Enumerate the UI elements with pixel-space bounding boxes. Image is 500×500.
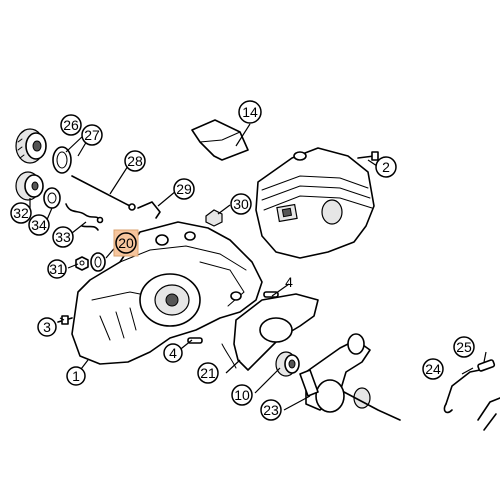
callout-28: 28 bbox=[124, 150, 146, 172]
svg-text:30: 30 bbox=[233, 196, 249, 212]
callout-21: 21 bbox=[197, 362, 219, 384]
svg-text:3: 3 bbox=[43, 319, 51, 335]
callout-24: 24 bbox=[422, 358, 444, 380]
svg-text:31: 31 bbox=[49, 261, 65, 277]
part-4-pin-a bbox=[263, 291, 279, 298]
part-33-wire-clip bbox=[65, 203, 104, 231]
svg-text:20: 20 bbox=[118, 235, 134, 251]
crankshaft bbox=[299, 333, 401, 421]
part-26-gear bbox=[15, 128, 47, 164]
part-2-screw bbox=[357, 151, 379, 161]
callout-29: 29 bbox=[173, 178, 195, 200]
svg-text:28: 28 bbox=[127, 153, 143, 169]
svg-text:34: 34 bbox=[31, 217, 47, 233]
partial-part-lower-right bbox=[477, 397, 500, 431]
svg-text:4: 4 bbox=[285, 274, 293, 290]
callout-25: 25 bbox=[453, 336, 475, 358]
svg-text:27: 27 bbox=[84, 127, 100, 143]
svg-text:23: 23 bbox=[263, 402, 279, 418]
svg-text:26: 26 bbox=[63, 117, 79, 133]
callout-33: 33 bbox=[52, 226, 74, 248]
part-31-nut bbox=[75, 256, 89, 271]
part-34-washer bbox=[43, 187, 61, 209]
callout-1: 1 bbox=[66, 366, 86, 386]
part-3-screw bbox=[57, 315, 73, 325]
part-29-lever bbox=[137, 201, 161, 219]
svg-text:21: 21 bbox=[200, 365, 216, 381]
callout-31: 31 bbox=[47, 259, 67, 279]
part-27-ring bbox=[52, 146, 72, 174]
callout-26: 26 bbox=[60, 114, 82, 136]
callout-4-upper: 4 bbox=[285, 274, 293, 290]
svg-text:29: 29 bbox=[176, 181, 192, 197]
callout-34: 34 bbox=[28, 214, 50, 236]
svg-text:32: 32 bbox=[13, 205, 29, 221]
cylinder-block bbox=[255, 147, 375, 259]
part-32-gear bbox=[15, 171, 44, 201]
svg-text:33: 33 bbox=[55, 229, 71, 245]
part-25-pin bbox=[477, 359, 496, 372]
part-28-rod bbox=[71, 175, 136, 211]
svg-text:4: 4 bbox=[169, 345, 177, 361]
part-21-gasket bbox=[221, 293, 319, 371]
part-20-seal bbox=[90, 252, 106, 272]
callout-3: 3 bbox=[37, 317, 57, 337]
svg-text:1: 1 bbox=[72, 368, 80, 384]
callout-2: 2 bbox=[375, 156, 397, 178]
svg-text:14: 14 bbox=[242, 104, 258, 120]
svg-text:25: 25 bbox=[456, 339, 472, 355]
part-4-pin-b bbox=[187, 337, 203, 344]
part-10-bearing bbox=[275, 351, 300, 377]
svg-text:2: 2 bbox=[382, 159, 390, 175]
callout-20: 20 bbox=[113, 229, 139, 257]
callout-27: 27 bbox=[81, 124, 103, 146]
svg-text:10: 10 bbox=[234, 387, 250, 403]
callout-14: 14 bbox=[238, 100, 262, 124]
svg-text:24: 24 bbox=[425, 361, 441, 377]
part-24-hook bbox=[443, 369, 481, 414]
callout-30: 30 bbox=[230, 193, 252, 215]
part-14-plate bbox=[191, 119, 249, 161]
part-1-crankcase bbox=[71, 221, 263, 365]
callout-10: 10 bbox=[231, 384, 253, 406]
callout-23: 23 bbox=[260, 399, 282, 421]
callout-4-lower: 4 bbox=[163, 343, 183, 363]
callout-32: 32 bbox=[10, 202, 32, 224]
